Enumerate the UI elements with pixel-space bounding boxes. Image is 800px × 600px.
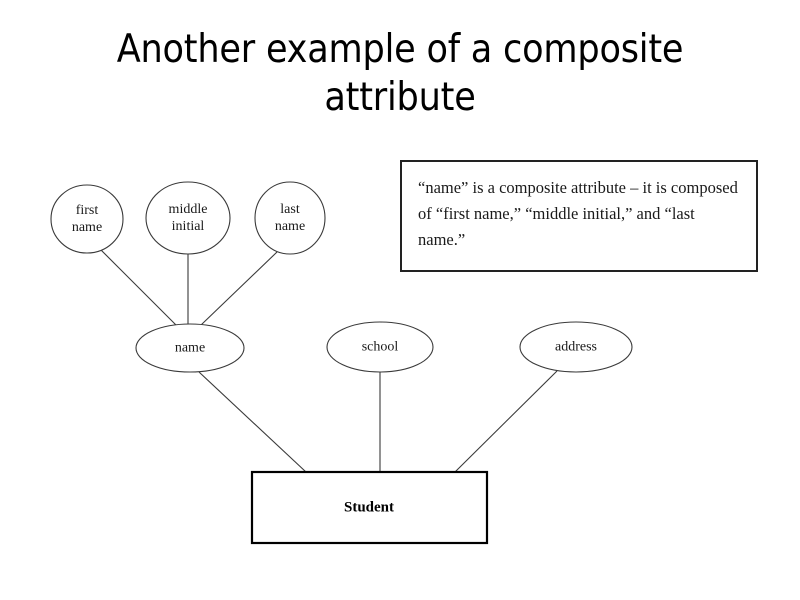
edge-address-to-student bbox=[454, 370, 558, 473]
composite-attribute-note-text: “name” is a composite attribute – it is … bbox=[418, 178, 738, 249]
composite-attribute-note-box: “name” is a composite attribute – it is … bbox=[400, 160, 758, 272]
page-title: Another example of a composite attribute bbox=[116, 27, 684, 120]
edge-first-name-to-name bbox=[100, 249, 177, 326]
edge-last-name-to-name bbox=[200, 251, 278, 326]
attribute-node-name[interactable] bbox=[135, 323, 245, 373]
attribute-node-last-name[interactable] bbox=[254, 181, 326, 255]
attribute-node-school[interactable] bbox=[326, 321, 434, 373]
edge-name-to-student bbox=[198, 371, 307, 473]
attribute-node-middle-initial[interactable] bbox=[145, 181, 231, 255]
attribute-node-address[interactable] bbox=[519, 321, 633, 373]
attribute-node-first-name[interactable] bbox=[50, 184, 124, 254]
entity-node-student[interactable] bbox=[250, 470, 489, 545]
